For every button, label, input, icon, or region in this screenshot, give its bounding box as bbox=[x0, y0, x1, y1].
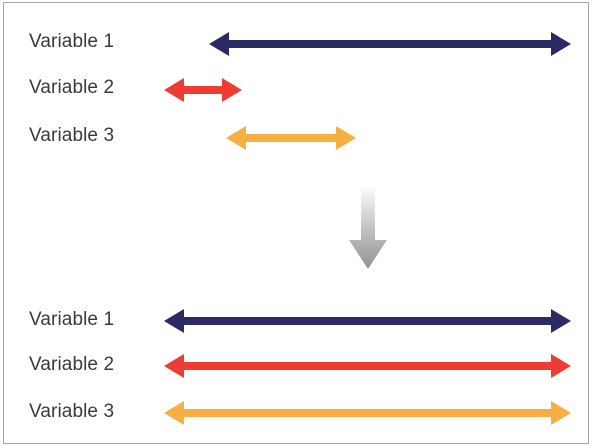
top-label-variable-1: Variable 1 bbox=[29, 31, 115, 52]
transition-panel bbox=[4, 3, 588, 443]
top-label-variable-2: Variable 2 bbox=[29, 77, 115, 98]
bottom-arrow-variable-3 bbox=[164, 401, 571, 425]
top-arrow-variable-1 bbox=[209, 32, 571, 56]
bottom-arrow-variable-2 bbox=[164, 354, 571, 378]
diagram-canvas: Variable 1 Variable 2 Variable 3 bbox=[3, 2, 589, 444]
double-arrow-shape bbox=[226, 126, 356, 150]
down-arrow-shape bbox=[349, 188, 387, 269]
bottom-label-variable-2: Variable 2 bbox=[29, 354, 115, 375]
double-arrow-shape bbox=[164, 78, 242, 102]
bottom-panel: Variable 1 Variable 2 Variable 3 bbox=[4, 3, 588, 443]
double-arrow-shape bbox=[164, 401, 571, 425]
bottom-label-variable-1: Variable 1 bbox=[29, 309, 115, 330]
transition-down-arrow-icon bbox=[349, 188, 387, 269]
top-arrow-variable-3 bbox=[226, 126, 356, 150]
top-label-variable-3: Variable 3 bbox=[29, 125, 115, 146]
bottom-arrow-variable-1 bbox=[164, 309, 571, 333]
top-arrow-variable-2 bbox=[164, 78, 242, 102]
bottom-label-variable-3: Variable 3 bbox=[29, 401, 115, 422]
double-arrow-shape bbox=[164, 354, 571, 378]
double-arrow-shape bbox=[209, 32, 571, 56]
top-panel: Variable 1 Variable 2 Variable 3 bbox=[4, 3, 588, 443]
double-arrow-shape bbox=[164, 309, 571, 333]
